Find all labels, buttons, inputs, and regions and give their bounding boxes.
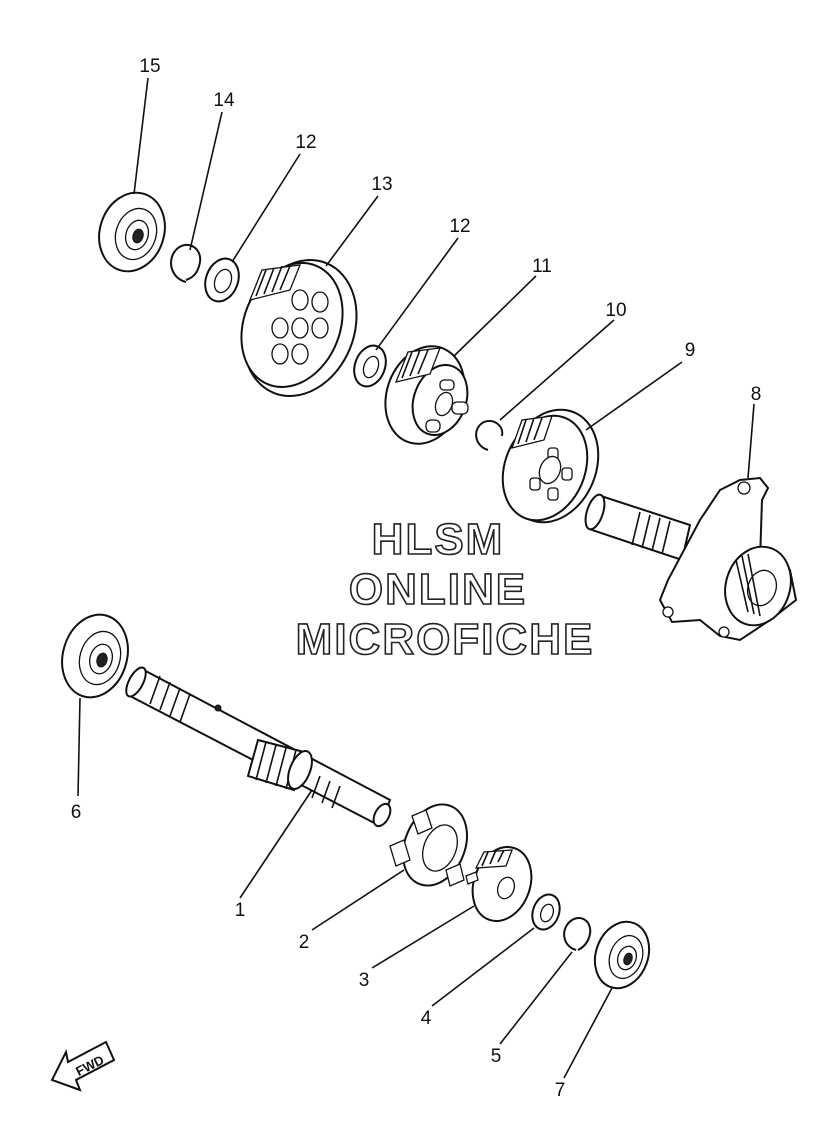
callout-5: 5 [491, 1046, 502, 1067]
callout-3: 3 [359, 970, 370, 991]
callout-13: 13 [371, 174, 392, 195]
callout-12a: 12 [295, 132, 316, 153]
part-12a-washer [204, 257, 240, 303]
callout-2: 2 [299, 932, 310, 953]
part-5-circlip [563, 916, 592, 951]
fwd-arrow-icon: FWD [50, 1040, 116, 1092]
watermark-line-2: ONLINE [349, 565, 527, 614]
part-14-circlip [170, 243, 202, 283]
leader-lines [77, 77, 755, 1079]
part-10-circlip [475, 420, 504, 451]
callout-4: 4 [421, 1008, 432, 1029]
part-2-dog-clutch [389, 803, 468, 887]
part-9-gear [501, 408, 600, 524]
part-3-gear [465, 846, 533, 922]
part-6-bearing [61, 613, 129, 699]
watermark-line-1: HLSM [372, 515, 505, 564]
part-8-shaft-housing [584, 476, 798, 642]
callout-11: 11 [532, 256, 552, 277]
callout-1: 1 [235, 900, 246, 921]
callout-8: 8 [751, 384, 762, 405]
callout-14: 14 [213, 90, 235, 111]
part-11-clutch-hub [384, 345, 469, 445]
callout-6: 6 [71, 802, 82, 823]
callout-15: 15 [139, 56, 160, 77]
part-13-gear [240, 259, 358, 397]
callout-9: 9 [685, 340, 696, 361]
part-1-main-shaft [125, 666, 392, 828]
part-15-bearing [98, 191, 166, 273]
part-12b-washer [353, 344, 387, 388]
watermark: HLSM ONLINE MICROFICHE [295, 514, 595, 665]
part-4-washer [531, 893, 561, 931]
callout-10: 10 [605, 300, 626, 321]
callout-labels: 15 14 12 13 12 11 10 9 8 6 1 2 3 4 5 7 [71, 56, 762, 1101]
callout-12b: 12 [449, 216, 470, 237]
callout-7: 7 [555, 1080, 566, 1101]
watermark-line-3: MICROFICHE [296, 615, 595, 664]
part-7-bearing [593, 920, 651, 990]
